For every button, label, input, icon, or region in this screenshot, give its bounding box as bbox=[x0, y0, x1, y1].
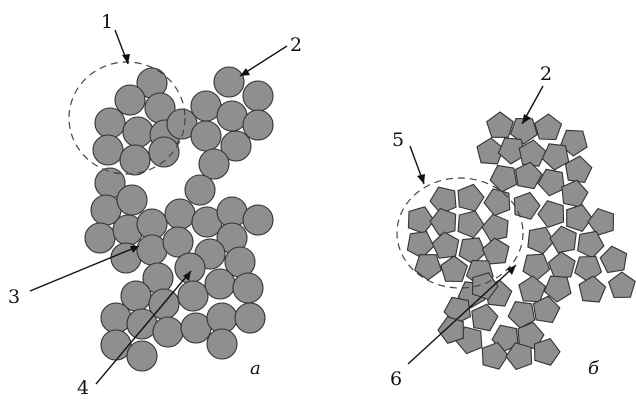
circular-particle bbox=[153, 317, 183, 347]
circular-particle bbox=[120, 145, 150, 175]
polygonal-particle bbox=[535, 339, 561, 366]
leader-line-2a bbox=[240, 46, 287, 76]
circular-particle bbox=[178, 281, 208, 311]
circular-particle bbox=[127, 341, 157, 371]
circular-particle bbox=[175, 253, 205, 283]
polygonal-particle bbox=[565, 156, 591, 182]
polygonal-particle bbox=[562, 180, 588, 207]
callout-2-panel-a: 2 bbox=[290, 34, 302, 56]
polygonal-particle bbox=[549, 252, 576, 278]
polygonal-particle bbox=[482, 214, 508, 241]
callout-2-panel-b: 2 bbox=[540, 63, 552, 85]
callout-3: 3 bbox=[8, 286, 20, 308]
polygonal-particle bbox=[458, 184, 484, 211]
polygonal-particle bbox=[519, 276, 546, 302]
polygonal-particle bbox=[441, 256, 468, 282]
polygonal-particle bbox=[567, 205, 592, 232]
circular-particle bbox=[199, 149, 229, 179]
circular-particle bbox=[163, 227, 193, 257]
polygonal-particle bbox=[609, 272, 636, 298]
circular-particle bbox=[165, 199, 195, 229]
polygonal-particle bbox=[487, 112, 514, 137]
circular-particle bbox=[85, 223, 115, 253]
polygonal-particle bbox=[484, 189, 510, 216]
polygonal-particle bbox=[550, 226, 576, 252]
polygonal-particle bbox=[482, 238, 509, 264]
circular-particle bbox=[243, 110, 273, 140]
circular-particle bbox=[235, 303, 265, 333]
polygonal-particle bbox=[490, 166, 516, 192]
circular-particle bbox=[149, 137, 179, 167]
panel-a-circular-particles bbox=[85, 67, 273, 371]
circular-particle bbox=[123, 117, 153, 147]
polygonal-particle bbox=[579, 276, 606, 302]
circular-particle bbox=[205, 269, 235, 299]
callout-1: 1 bbox=[101, 11, 113, 33]
circular-particle bbox=[93, 135, 123, 165]
circular-particle bbox=[101, 303, 131, 333]
circular-particle bbox=[207, 329, 237, 359]
circular-particle bbox=[137, 235, 167, 265]
panel-label-b: б bbox=[588, 358, 600, 379]
leader-line-1 bbox=[115, 30, 130, 64]
leader-line-5 bbox=[410, 146, 425, 184]
polygonal-particle bbox=[542, 144, 568, 170]
callout-4: 4 bbox=[77, 377, 89, 399]
polygonal-particle bbox=[588, 209, 614, 236]
polygonal-particle bbox=[407, 232, 433, 258]
polygonal-particle bbox=[538, 169, 564, 195]
circular-particle bbox=[95, 108, 125, 138]
circular-particle bbox=[243, 81, 273, 111]
polygonal-particle bbox=[415, 255, 442, 280]
circular-particle bbox=[191, 121, 221, 151]
polygonal-particle bbox=[528, 227, 554, 254]
panel-b-polygonal-particles bbox=[407, 112, 635, 370]
circular-particle bbox=[185, 175, 215, 205]
circular-particle bbox=[217, 101, 247, 131]
polygonal-particle bbox=[575, 256, 602, 282]
callout-5: 5 bbox=[392, 129, 404, 151]
callout-6: 6 bbox=[390, 368, 402, 390]
polygonal-particle bbox=[514, 193, 540, 220]
polygonal-particle bbox=[600, 246, 626, 272]
panel-label-a: а bbox=[250, 358, 261, 379]
circular-particle bbox=[214, 67, 244, 97]
circular-particle bbox=[115, 85, 145, 115]
polygonal-particle bbox=[438, 317, 463, 344]
polygonal-particle bbox=[538, 201, 564, 228]
circular-particle bbox=[117, 185, 147, 215]
polygonal-particle bbox=[523, 254, 550, 280]
polygonal-particle bbox=[578, 231, 604, 257]
polygonal-particle bbox=[458, 211, 484, 238]
polygonal-particle bbox=[408, 207, 434, 234]
circular-particle bbox=[127, 309, 157, 339]
polygonal-particle bbox=[535, 114, 562, 140]
circular-particle bbox=[243, 205, 273, 235]
polygonal-particle bbox=[472, 304, 498, 330]
polygonal-particle bbox=[430, 209, 456, 236]
circular-particle bbox=[233, 273, 263, 303]
